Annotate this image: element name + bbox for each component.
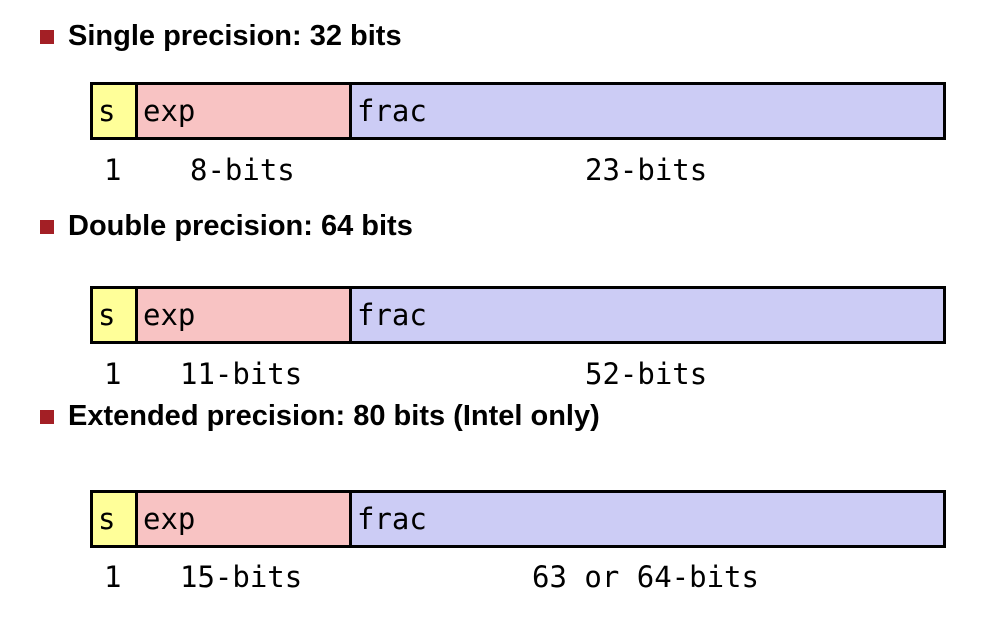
sign-field: s	[93, 289, 138, 341]
sign-field: s	[93, 493, 138, 545]
single-precision-bit-layout: s exp frac	[90, 82, 946, 140]
double-precision-heading: Double precision: 64 bits	[40, 210, 413, 243]
square-bullet-icon	[40, 29, 54, 44]
square-bullet-icon	[40, 219, 54, 234]
sign-size-label: 1	[104, 560, 122, 594]
fraction-size-label: 52-bits	[585, 357, 708, 391]
fraction-size-label: 63 or 64-bits	[532, 560, 759, 594]
exponent-size-label: 8-bits	[190, 153, 295, 187]
exponent-size-label: 11-bits	[180, 357, 303, 391]
fraction-field: frac	[352, 85, 943, 137]
heading-text: Extended precision: 80 bits (Intel only)	[68, 400, 600, 432]
double-precision-bit-layout: s exp frac	[90, 286, 946, 344]
heading-text: Single precision: 32 bits	[68, 20, 402, 52]
sign-size-label: 1	[104, 153, 122, 187]
fraction-field: frac	[352, 289, 943, 341]
exponent-field: exp	[138, 493, 352, 545]
exponent-field: exp	[138, 289, 352, 341]
fraction-size-label: 23-bits	[585, 153, 708, 187]
square-bullet-icon	[40, 409, 54, 424]
heading-text: Double precision: 64 bits	[68, 210, 413, 242]
exponent-size-label: 15-bits	[180, 560, 303, 594]
exponent-field: exp	[138, 85, 352, 137]
extended-precision-heading: Extended precision: 80 bits (Intel only)	[40, 400, 600, 433]
extended-precision-bit-layout: s exp frac	[90, 490, 946, 548]
sign-size-label: 1	[104, 357, 122, 391]
sign-field: s	[93, 85, 138, 137]
single-precision-heading: Single precision: 32 bits	[40, 20, 402, 53]
fraction-field: frac	[352, 493, 943, 545]
